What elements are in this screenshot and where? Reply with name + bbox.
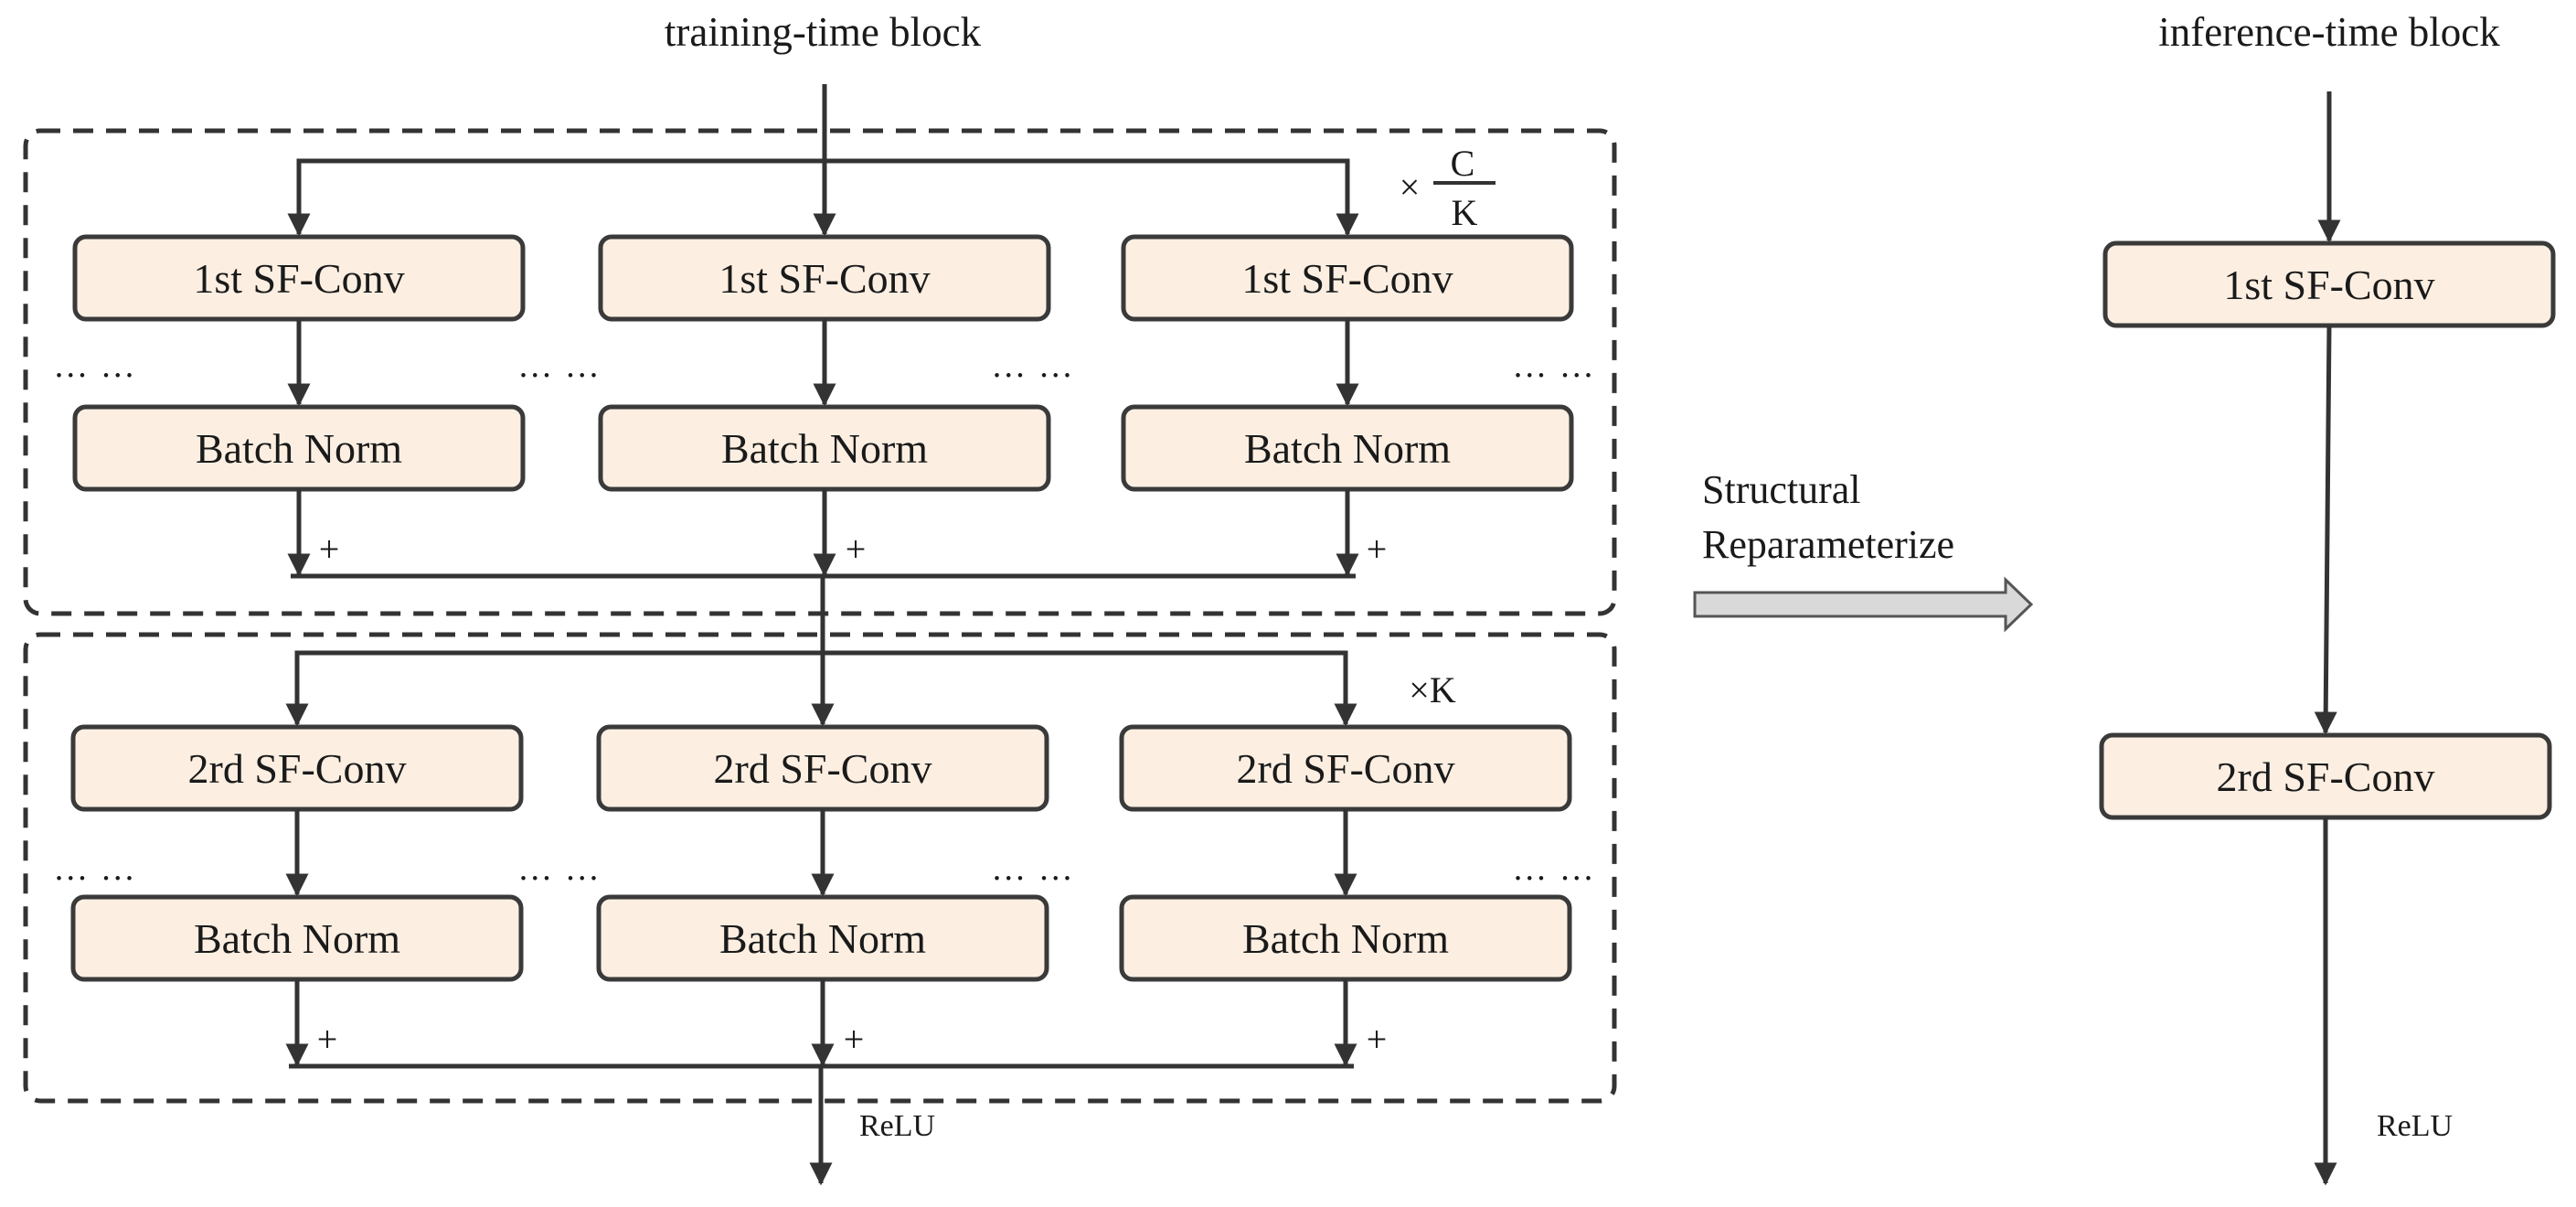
stage2-conv-2-label: 2rd SF-Conv (714, 745, 932, 792)
multiplier-prefix: × (1400, 166, 1421, 208)
stage2-dots-1: … … (53, 849, 137, 888)
stage1-multiplier: × C K (1400, 143, 1496, 233)
transform-label-line1: Structural (1702, 467, 1861, 512)
relu-label-training: ReLU (859, 1109, 935, 1143)
stage1-dots-3: … … (991, 347, 1075, 385)
training-title: training-time block (665, 9, 982, 55)
stage1-bn-3-label: Batch Norm (1244, 425, 1451, 472)
stage1-bn-2-label: Batch Norm (721, 425, 928, 472)
inference-conv-2-label: 2rd SF-Conv (2217, 753, 2435, 800)
inference-conv-1-label: 1st SF-Conv (2223, 262, 2434, 308)
stage2-dots-4: … … (1512, 849, 1596, 888)
inference-mid-arrow (2314, 325, 2337, 735)
multiplier-denominator: K (1452, 192, 1478, 233)
stage1-plus-3: + (1367, 529, 1388, 570)
stage2-dots-2: … … (517, 849, 601, 888)
stage1-dots-2: … … (517, 347, 601, 385)
stage2-plus-1: + (317, 1019, 338, 1060)
inference-title: inference-time block (2158, 9, 2500, 55)
stage2-multiplier: ×K (1409, 669, 1456, 710)
stage2-bn-2-label: Batch Norm (719, 915, 926, 962)
stage2-split-line (285, 650, 1357, 727)
stage2-conv-1-label: 2rd SF-Conv (188, 745, 407, 792)
stage2-bn-1-label: Batch Norm (194, 915, 400, 962)
stage1-plus-2: + (846, 529, 867, 570)
stage1-conv-1-label: 1st SF-Conv (193, 255, 404, 302)
stage2-conv-3-label: 2rd SF-Conv (1237, 745, 1455, 792)
stage1-dots-4: … … (1512, 347, 1596, 385)
transform-label-line2: Reparameterize (1702, 522, 1954, 567)
stage2-plus-3: + (1367, 1019, 1388, 1060)
stage1-group (23, 128, 1617, 616)
stage1-split-line (287, 158, 1359, 237)
stage1-plus-1: + (319, 529, 340, 570)
relu-label-inference: ReLU (2377, 1109, 2453, 1143)
stage1-dots-1: … … (53, 347, 137, 385)
stage1-conv-3-label: 1st SF-Conv (1241, 255, 1453, 302)
stage2-bn-3-label: Batch Norm (1242, 915, 1449, 962)
reparameterize-arrow (1693, 576, 2034, 633)
stage1-bn-1-label: Batch Norm (196, 425, 402, 472)
stage2-dots-3: … … (991, 849, 1075, 888)
multiplier-numerator: C (1451, 143, 1475, 184)
stage1-conv-2-label: 1st SF-Conv (719, 255, 930, 302)
stage2-plus-2: + (844, 1019, 865, 1060)
